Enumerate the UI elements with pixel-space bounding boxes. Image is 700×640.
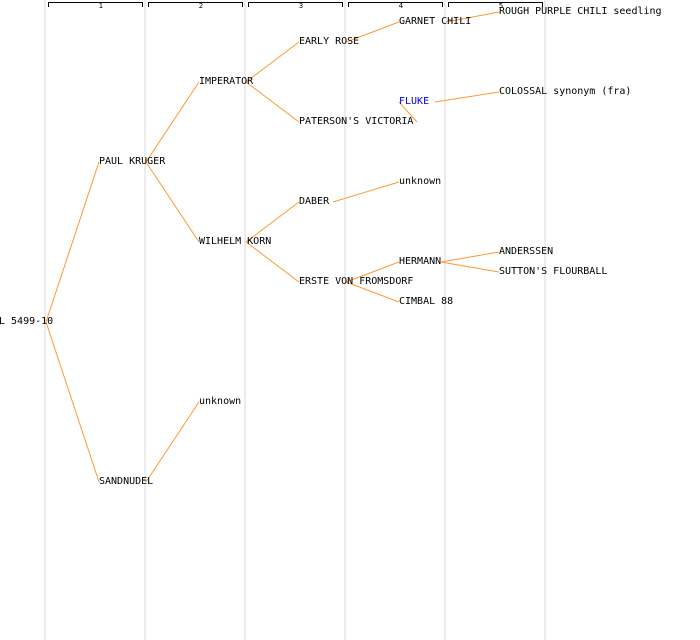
node-rough-purple-chili-seedling[interactable]: ROUGH PURPLE CHILI seedling bbox=[499, 6, 662, 17]
edge-anderssen bbox=[440, 251, 500, 263]
node-paul-kruger[interactable]: PAUL KRUGER bbox=[99, 156, 166, 167]
generation-label-4: 4 bbox=[398, 2, 404, 10]
edge-patersons-victoria bbox=[245, 81, 300, 123]
edge-garnet-chili bbox=[345, 21, 400, 43]
edge-early-rose bbox=[245, 41, 300, 83]
edge-suttons-flourball bbox=[440, 261, 500, 273]
generation-label-2: 2 bbox=[198, 2, 204, 10]
generation-header-brackets bbox=[48, 2, 543, 7]
node-anderssen[interactable]: ANDERSSEN bbox=[499, 246, 554, 257]
node-colossal-synonym[interactable]: COLOSSAL synonym (fra) bbox=[499, 86, 632, 97]
node-suttons-flourball[interactable]: SUTTON'S FLOURBALL bbox=[499, 266, 608, 277]
node-cimbal-88[interactable]: CIMBAL 88 bbox=[399, 296, 454, 307]
generation-column-line bbox=[444, 0, 446, 640]
root-variety-label: L 5499-10 bbox=[0, 316, 54, 327]
generation-column-line bbox=[44, 0, 46, 640]
edge-fluke bbox=[398, 101, 418, 123]
node-fluke-link[interactable]: FLUKE bbox=[399, 96, 430, 107]
edge-hermann bbox=[345, 261, 400, 283]
node-unknown: unknown bbox=[199, 396, 242, 407]
node-sandnudel[interactable]: SANDNUDEL bbox=[99, 476, 154, 487]
generation-label-3: 3 bbox=[298, 2, 304, 10]
generation-column-line bbox=[144, 0, 146, 640]
generation-column-line bbox=[344, 0, 346, 640]
node-wilhelm-korn[interactable]: WILHELM KORN bbox=[199, 236, 272, 247]
generation-column-line bbox=[244, 0, 246, 640]
node-patersons-victoria[interactable]: PATERSON'S VICTORIA bbox=[299, 116, 414, 127]
edge-wilhelm-korn bbox=[145, 161, 200, 243]
node-garnet-chili[interactable]: GARNET CHILI bbox=[399, 16, 472, 27]
edge-rough-purple-chili bbox=[445, 11, 500, 23]
edge-imperator bbox=[145, 81, 200, 163]
edge-unknown-2 bbox=[145, 401, 200, 483]
edge-unknown-4 bbox=[332, 181, 400, 203]
edge-colossal bbox=[434, 91, 500, 103]
edge-cimbal-88 bbox=[345, 281, 400, 303]
generation-label-5: 5 bbox=[498, 2, 504, 10]
node-unknown: unknown bbox=[399, 176, 442, 187]
node-erste-von-fromsdorf[interactable]: ERSTE VON FROMSDORF bbox=[299, 276, 414, 287]
node-hermann[interactable]: HERMANN bbox=[399, 256, 442, 267]
generation-column-line bbox=[544, 0, 546, 640]
generation-label-1: 1 bbox=[98, 2, 104, 10]
edge-paul-kruger bbox=[45, 161, 100, 323]
edge-daber bbox=[245, 201, 300, 243]
edge-erste-von-fromsdorf bbox=[245, 241, 300, 283]
node-imperator[interactable]: IMPERATOR bbox=[199, 76, 254, 87]
edge-sandnudel bbox=[45, 321, 100, 483]
node-daber[interactable]: DABER bbox=[299, 196, 330, 207]
node-early-rose[interactable]: EARLY ROSE bbox=[299, 36, 360, 47]
